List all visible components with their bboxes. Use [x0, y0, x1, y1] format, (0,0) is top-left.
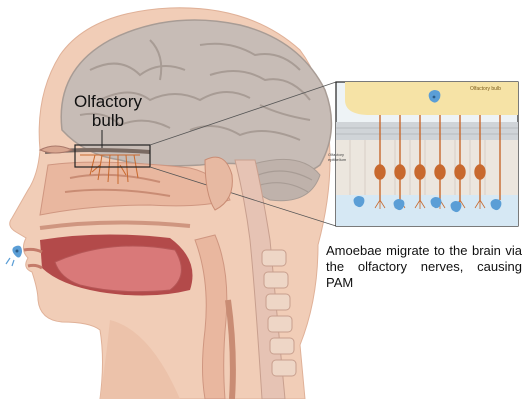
inset-epithelium-label: Olfactory epithelium [328, 152, 362, 162]
cribriform-plate [336, 122, 518, 140]
inset-bulb-label: Olfactory bulb [470, 86, 501, 92]
olfactory-bulb-label-line1: Olfactory [58, 92, 158, 111]
olfactory-inset-panel [336, 82, 518, 226]
amoeba-icon [6, 246, 22, 266]
olfactory-bulb-label-line2: bulb [58, 111, 158, 130]
olfactory-bulb-label: Olfactory bulb [58, 92, 158, 130]
caption: Amoebae migrate to the brain via the olf… [326, 243, 522, 291]
olfactory-epithelium [336, 140, 518, 195]
